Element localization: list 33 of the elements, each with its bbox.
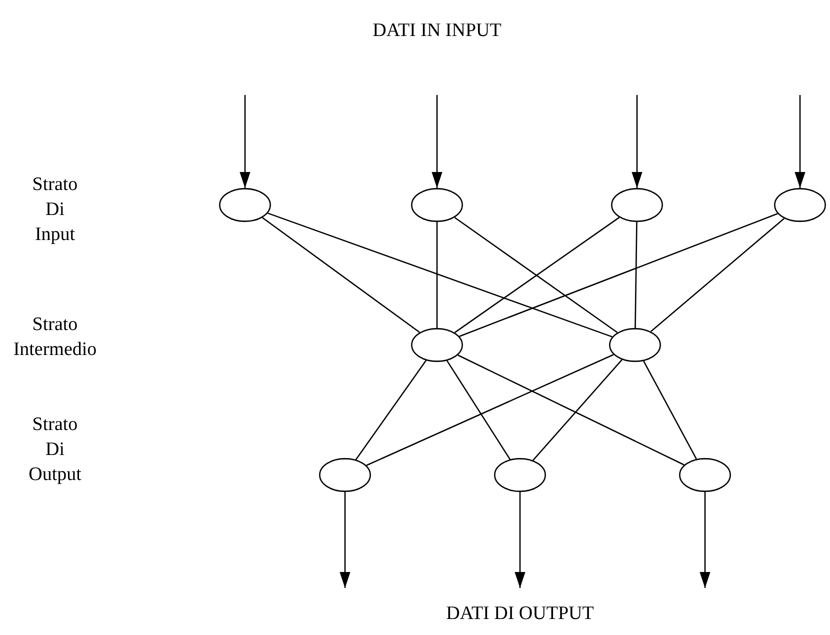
neuron-node [609,328,661,362]
neuron-node [411,328,463,362]
neuron-node [219,188,271,222]
neuron-node [494,458,546,492]
connection-line [268,212,612,338]
caption: DATI DI OUTPUT [445,603,595,625]
connection-line [436,222,438,328]
arrow [432,95,442,188]
connection-line [262,217,420,333]
connection-line [532,359,622,461]
connection-line [446,360,511,460]
connection-line [650,218,785,332]
connection-line [634,222,638,328]
arrow [514,492,526,588]
neuron-node [411,188,463,222]
layer-label: Strato Intermedio [12,313,98,362]
arrow [794,95,806,188]
arrow [340,492,350,588]
neuron-node [679,458,731,492]
connection-line [366,354,614,466]
neuron-node [319,458,371,492]
connection-line [458,354,684,466]
title: DATI IN INPUT [372,20,502,42]
neuron-node [774,188,826,222]
connection-line [643,360,697,460]
layer-label: Strato Di Input [31,173,79,247]
connection-line [459,213,778,337]
arrow [240,95,250,188]
arrow [632,95,642,188]
neuron-node [611,188,663,222]
layer-label: Strato Di Output [28,413,82,487]
arrow [700,492,710,588]
connection-line [355,360,427,460]
